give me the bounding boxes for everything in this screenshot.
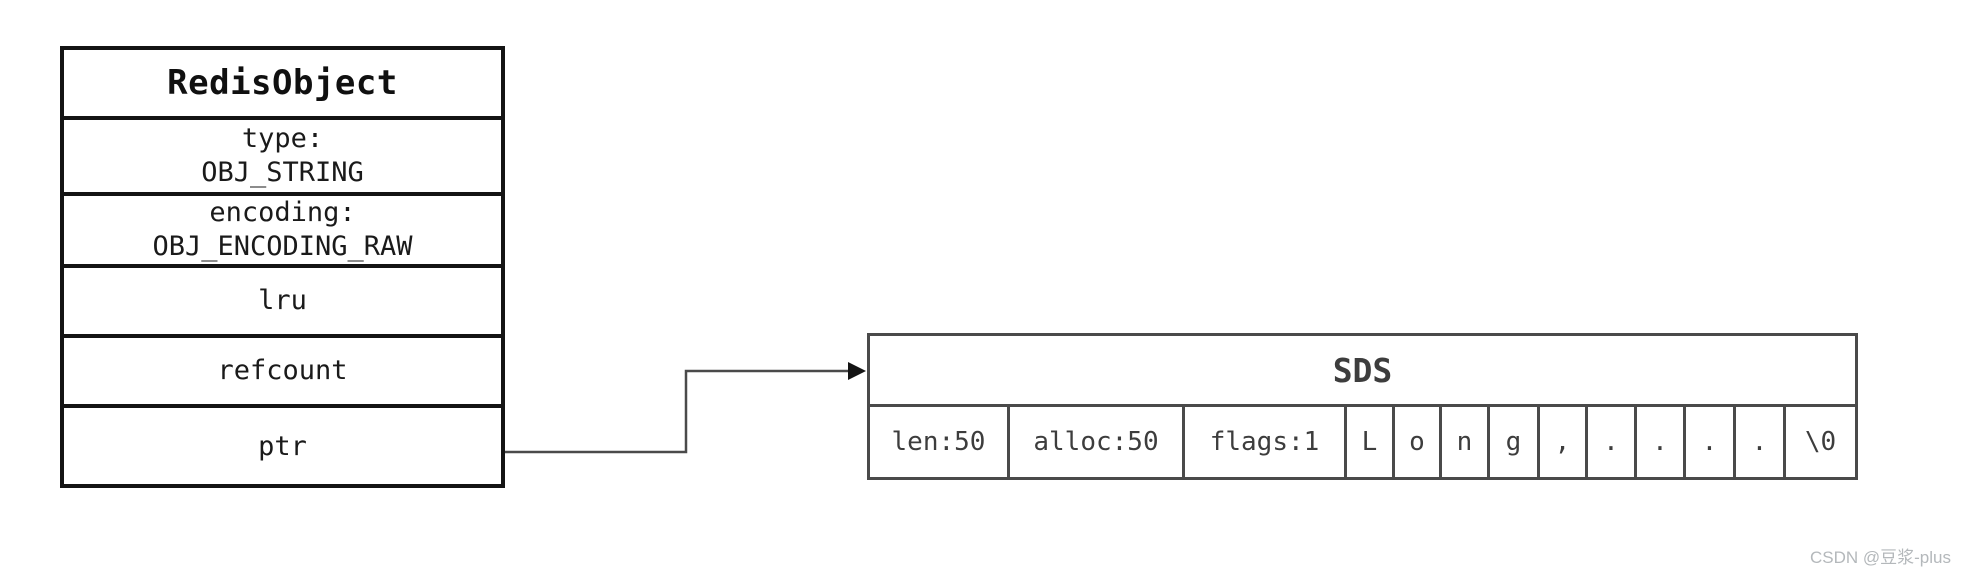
- sds-cell-9: .: [1637, 407, 1686, 477]
- redis-field-type: type:OBJ_STRING: [64, 120, 501, 196]
- redis-field-line: type:: [241, 123, 324, 154]
- sds-cell-4: o: [1395, 407, 1442, 477]
- redis-field-ptr: ptr: [64, 408, 501, 485]
- arrowhead-icon: [848, 362, 866, 380]
- sds-cell-8: .: [1588, 407, 1637, 477]
- sds-cell-10: .: [1686, 407, 1736, 477]
- redis-field-line: OBJ_ENCODING_RAW: [152, 231, 413, 262]
- redis-field-line: encoding:: [209, 197, 356, 228]
- watermark: CSDN @豆浆-plus: [1810, 548, 1951, 567]
- redis-object-title: RedisObject: [64, 50, 501, 120]
- redis-field-refcount: refcount: [64, 338, 501, 408]
- sds-cell-1: alloc:50: [1010, 407, 1185, 477]
- sds-cell-12: \0: [1804, 427, 1837, 457]
- redis-field-line: lru: [258, 285, 307, 316]
- sds-cell-5: n: [1442, 407, 1490, 477]
- sds-cell-6: g: [1490, 407, 1540, 477]
- redis-field-lru: lru: [64, 268, 501, 338]
- redis-field-line: ptr: [258, 430, 307, 462]
- sds-cell-0: len:50: [870, 407, 1010, 477]
- sds-cell-11: .: [1736, 407, 1786, 477]
- redis-field-line: refcount: [217, 355, 348, 386]
- sds-cell-2: flags:1: [1185, 407, 1347, 477]
- sds-title: SDS: [870, 336, 1855, 407]
- sds-cell-3: L: [1347, 407, 1395, 477]
- arrow-line: [505, 369, 849, 454]
- redis-field-line: OBJ_STRING: [201, 157, 364, 188]
- redis-field-encoding: encoding:OBJ_ENCODING_RAW: [64, 196, 501, 268]
- sds-cell-7: ,: [1540, 407, 1588, 477]
